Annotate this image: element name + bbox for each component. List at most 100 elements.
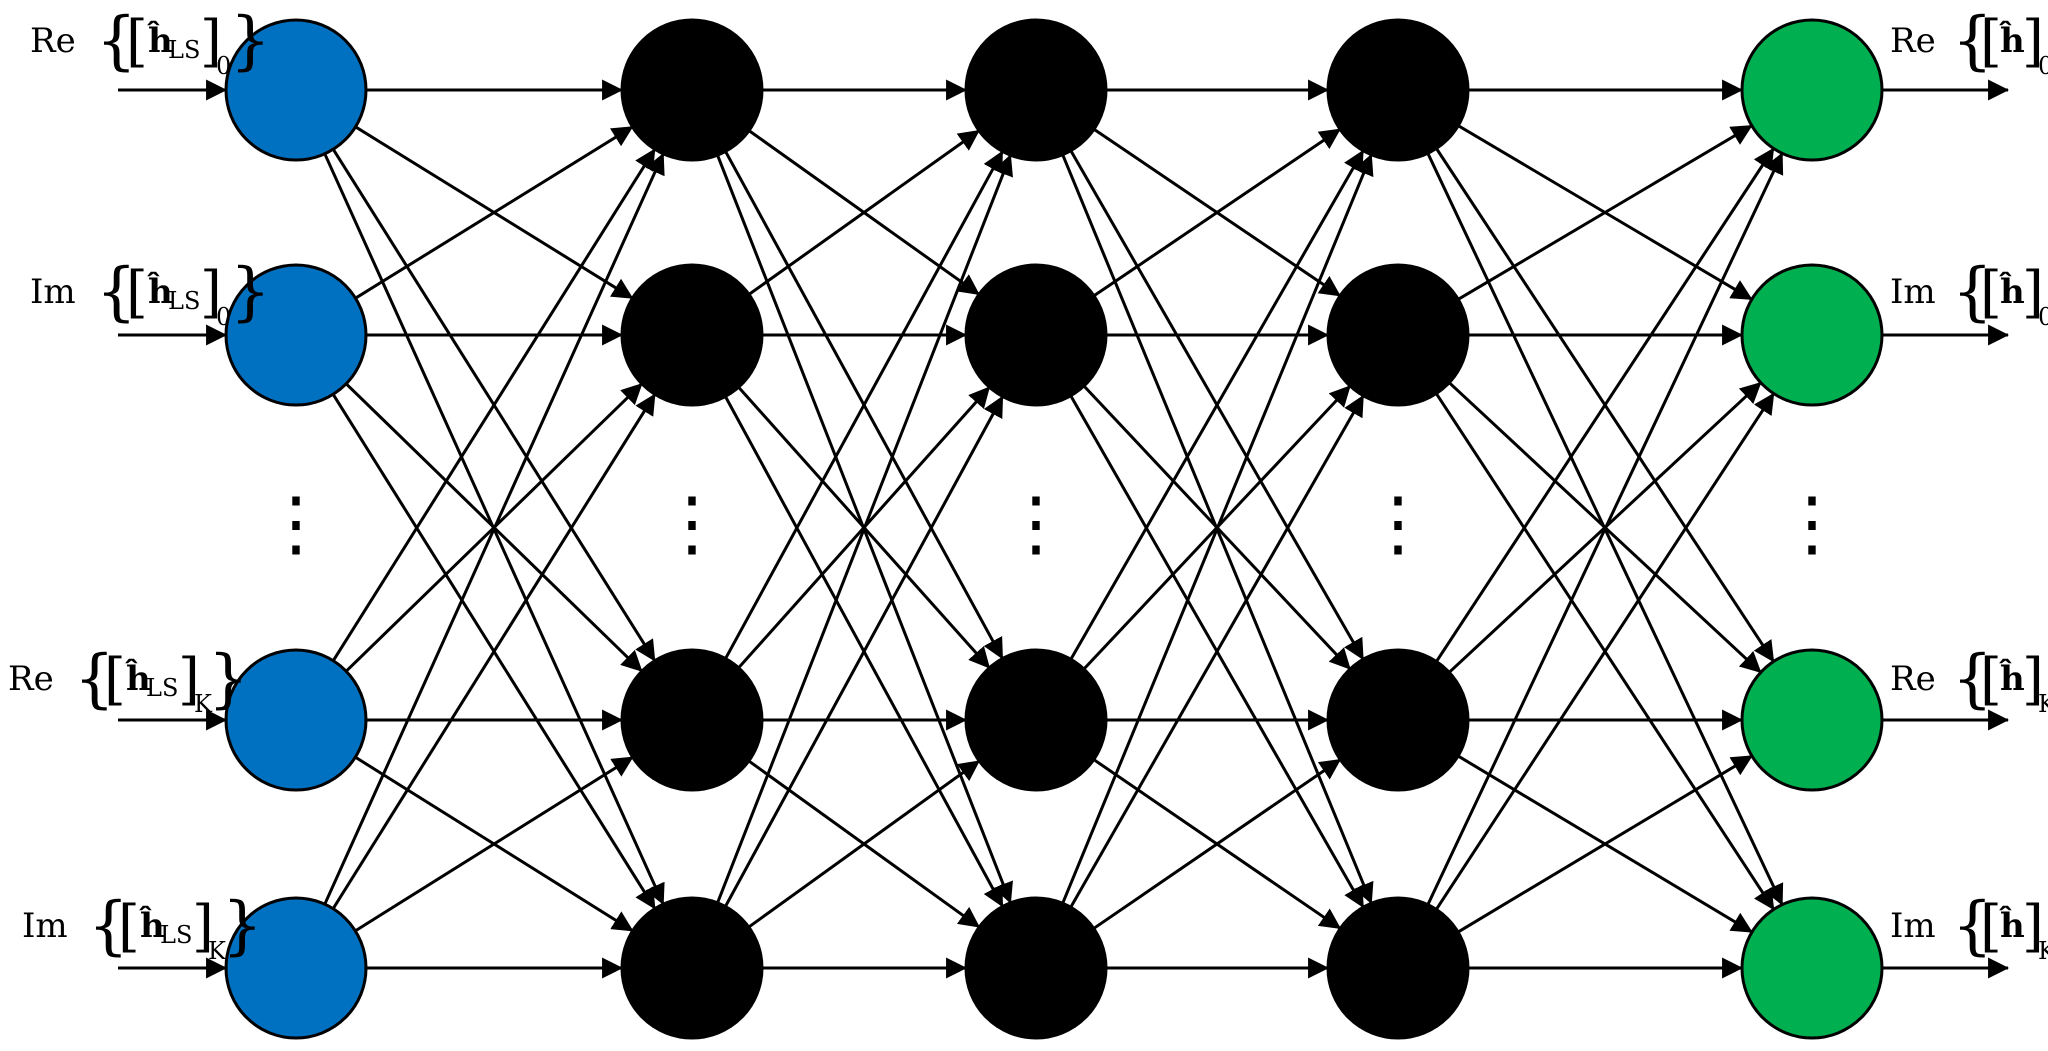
edge-hidden3-1-to-output-0 bbox=[1457, 124, 1753, 301]
hidden3-node-0 bbox=[1326, 18, 1470, 162]
edge-hidden2-1-to-hidden3-0 bbox=[1093, 127, 1341, 298]
hidden2-ellipsis: ⋮ bbox=[1000, 481, 1072, 565]
svg-text:]: ] bbox=[200, 260, 222, 325]
input-label-0: Re { [ ĥ LS ] 0 } bbox=[30, 4, 271, 80]
svg-text:[: [ bbox=[104, 647, 126, 712]
output-label-1-fn: Im bbox=[1890, 272, 1936, 312]
svg-text:{: { bbox=[88, 889, 129, 963]
edge-hidden1-3-to-hidden2-0 bbox=[716, 154, 1013, 904]
network-nodes bbox=[224, 18, 1884, 1040]
input-label-3-h: ĥ bbox=[139, 905, 165, 946]
edge-hidden3-3-to-output-1 bbox=[1435, 392, 1775, 911]
input-label-1-h: ĥ bbox=[147, 271, 173, 312]
hidden3-node-2 bbox=[1326, 648, 1470, 792]
output-label-3-fn: Im bbox=[1890, 906, 1936, 946]
svg-text:]: ] bbox=[200, 9, 222, 74]
input-label-1-fn: Im bbox=[30, 272, 76, 312]
svg-text:[: [ bbox=[1980, 260, 2002, 325]
svg-text:]: ] bbox=[2022, 647, 2044, 712]
svg-text:]: ] bbox=[2022, 9, 2044, 74]
input-label-0-sub: 0 bbox=[216, 52, 231, 80]
output-label-3: Im { [ ĥ ] K } bbox=[1890, 889, 2048, 965]
input-node-2 bbox=[224, 648, 368, 792]
ellipsis-markers: ⋮ ⋮ ⋮ ⋮ ⋮ bbox=[260, 481, 1848, 565]
edge-hidden2-3-to-hidden3-1 bbox=[1069, 394, 1365, 908]
input-node-1 bbox=[224, 263, 368, 407]
input-label-2-h: ĥ bbox=[125, 658, 151, 699]
edge-hidden1-2-to-hidden2-0 bbox=[724, 150, 1004, 660]
edge-hidden3-3-to-output-0 bbox=[1426, 152, 1784, 906]
edge-input-3-to-hidden1-1 bbox=[331, 393, 657, 910]
edge-hidden1-1-to-hidden2-0 bbox=[748, 129, 980, 296]
input-label-2-sup: LS bbox=[146, 674, 178, 702]
hidden1-node-2 bbox=[620, 648, 764, 792]
svg-text:{: { bbox=[1952, 642, 1993, 716]
input-label-3-sub: K bbox=[208, 937, 227, 965]
input-node-0 bbox=[224, 18, 368, 162]
output-node-1 bbox=[1740, 263, 1884, 407]
hidden2-node-0 bbox=[964, 18, 1108, 162]
svg-text:[: [ bbox=[1980, 894, 2002, 959]
input-label-1: Im { [ ĥ LS ] 0 } bbox=[30, 255, 271, 331]
svg-text:[: [ bbox=[118, 894, 140, 959]
svg-text:{: { bbox=[1952, 889, 1993, 963]
input-label-3-sup: LS bbox=[160, 921, 192, 949]
hidden1-node-1 bbox=[620, 263, 764, 407]
hidden3-node-3 bbox=[1326, 896, 1470, 1040]
output-label-0-sub: 0 bbox=[2038, 52, 2048, 80]
edge-input-3-to-hidden1-2 bbox=[354, 755, 634, 933]
edge-input-3-to-hidden1-0 bbox=[323, 152, 665, 905]
edge-hidden3-3-to-output-2 bbox=[1457, 754, 1753, 934]
input-label-2-fn: Re bbox=[8, 659, 54, 699]
output-ellipsis: ⋮ bbox=[1776, 481, 1848, 565]
input-label-2: Re { [ ĥ LS ] K } bbox=[8, 642, 249, 718]
input-label-1-sup: LS bbox=[168, 287, 200, 315]
output-label-2-sub: K bbox=[2038, 690, 2048, 718]
output-node-0 bbox=[1740, 18, 1884, 162]
output-node-3 bbox=[1740, 896, 1884, 1040]
output-node-2 bbox=[1740, 648, 1884, 792]
edge-hidden2-3-to-hidden3-2 bbox=[1092, 758, 1342, 930]
input-labels: Re { [ ĥ LS ] 0 } Im { [ ĥ LS ] 0 } Re {… bbox=[8, 4, 271, 965]
hidden2-node-2 bbox=[964, 648, 1108, 792]
edge-hidden2-3-to-hidden3-0 bbox=[1061, 153, 1374, 904]
output-label-2-h: ĥ bbox=[1999, 658, 2025, 699]
io-arrows bbox=[118, 79, 2010, 979]
hidden2-node-3 bbox=[964, 896, 1108, 1040]
hidden2-node-1 bbox=[964, 263, 1108, 407]
hidden1-ellipsis: ⋮ bbox=[656, 481, 728, 565]
svg-text:[: [ bbox=[1980, 9, 2002, 74]
hidden3-node-1 bbox=[1326, 263, 1470, 407]
svg-text:[: [ bbox=[126, 9, 148, 74]
output-label-0: Re { [ ĥ ] 0 } bbox=[1890, 4, 2048, 80]
input-ellipsis: ⋮ bbox=[260, 481, 332, 565]
edge-hidden2-2-to-hidden3-0 bbox=[1069, 149, 1365, 661]
input-label-0-fn: Re bbox=[30, 21, 76, 61]
svg-text:]: ] bbox=[2022, 894, 2044, 959]
output-label-3-sub: K bbox=[2038, 937, 2048, 965]
output-labels: Re { [ ĥ ] 0 } Im { [ ĥ ] 0 } Re { [ ĥ ]… bbox=[1890, 4, 2048, 965]
output-label-1-sub: 0 bbox=[2038, 303, 2048, 331]
hidden3-ellipsis: ⋮ bbox=[1362, 481, 1434, 565]
output-label-1: Im { [ ĥ ] 0 } bbox=[1890, 255, 2048, 331]
svg-text:{: { bbox=[96, 4, 137, 78]
svg-text:}: } bbox=[230, 255, 271, 329]
edge-hidden3-2-to-output-0 bbox=[1435, 147, 1775, 663]
hidden1-node-0 bbox=[620, 18, 764, 162]
edge-input-2-to-hidden1-0 bbox=[331, 148, 657, 662]
output-label-0-fn: Re bbox=[1890, 21, 1936, 61]
edge-hidden1-3-to-hidden2-2 bbox=[747, 759, 981, 929]
svg-text:{: { bbox=[96, 255, 137, 329]
svg-text:{: { bbox=[1952, 4, 1993, 78]
hidden1-node-3 bbox=[620, 896, 764, 1040]
svg-text:[: [ bbox=[1980, 647, 2002, 712]
input-label-3-fn: Im bbox=[22, 906, 68, 946]
svg-text:{: { bbox=[1952, 255, 1993, 329]
input-node-3 bbox=[224, 896, 368, 1040]
input-label-3: Im { [ ĥ LS ] K } bbox=[22, 889, 263, 965]
output-label-2-fn: Re bbox=[1890, 659, 1936, 699]
svg-text:[: [ bbox=[126, 260, 148, 325]
svg-text:}: } bbox=[208, 642, 249, 716]
edge-hidden1-3-to-hidden2-1 bbox=[724, 395, 1004, 908]
output-label-2: Re { [ ĥ ] K } bbox=[1890, 642, 2048, 718]
